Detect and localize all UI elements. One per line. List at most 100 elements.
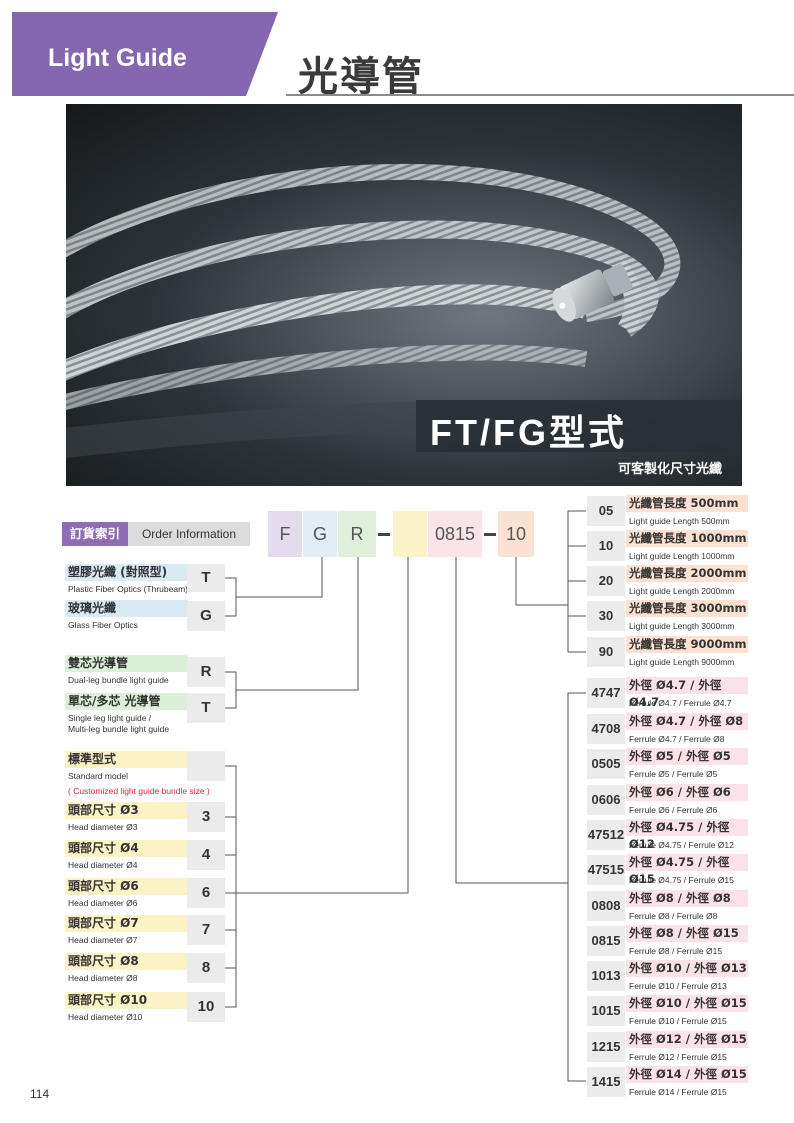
code-box-2: G <box>303 511 337 557</box>
ferrule-code-4747: 4747 <box>587 678 625 708</box>
length-option-10-en: Light guide Length 1000mm <box>629 551 735 561</box>
ferrule-code-47512: 47512 <box>587 820 625 850</box>
leg-option-single-en2: Multi-leg bundle light guide <box>68 724 170 734</box>
leg-option-single-zh: 單芯/多芯 光導管 <box>65 693 188 710</box>
ferrule-option-1013-en: Ferrule Ø10 / Ferrule Ø13 <box>629 981 727 991</box>
ferrule-option-1015-zh: 外徑 Ø10 / 外徑 Ø15 <box>626 995 748 1012</box>
ferrule-option-0815-en: Ferrule Ø8 / Ferrule Ø15 <box>629 946 723 956</box>
ferrule-option-1415-zh: 外徑 Ø14 / 外徑 Ø15 <box>626 1066 748 1083</box>
ferrule-option-0808-en: Ferrule Ø8 / Ferrule Ø8 <box>629 911 718 921</box>
ferrule-code-0606: 0606 <box>587 785 625 815</box>
code-dash-1 <box>378 533 390 536</box>
code-box-3: R <box>338 511 376 557</box>
code-box-1: F <box>268 511 302 557</box>
ferrule-code-1013: 1013 <box>587 961 625 991</box>
ferrule-option-47515-en: Ferrule Ø4.75 / Ferrule Ø15 <box>629 875 734 885</box>
length-option-90-en: Light guide Length 9000mm <box>629 657 735 667</box>
length-code-20: 20 <box>587 566 625 596</box>
ferrule-option-1015-en: Ferrule Ø10 / Ferrule Ø15 <box>629 1016 727 1026</box>
code-dash-2 <box>484 533 496 536</box>
ferrule-option-4747-en: Ferrule Ø4.7 / Ferrule Ø4.7 <box>629 698 732 708</box>
head-code-3: 3 <box>187 802 225 832</box>
length-option-05-zh: 光纖管長度 500mm <box>626 495 748 512</box>
ferrule-option-1215-en: Ferrule Ø12 / Ferrule Ø15 <box>629 1052 727 1062</box>
head-code-4: 4 <box>187 840 225 870</box>
ferrule-code-4708: 4708 <box>587 714 625 744</box>
header-divider <box>286 94 794 96</box>
head-option-3-zh: 頭部尺寸 Ø3 <box>65 802 188 819</box>
head-option-4-zh: 頭部尺寸 Ø4 <box>65 840 188 857</box>
ferrule-option-4708-zh: 外徑 Ø4.7 / 外徑 Ø8 <box>626 713 748 730</box>
length-option-10-zh: 光纖管長度 1000mm <box>626 530 748 547</box>
ferrule-option-47512-zh: 外徑 Ø4.75 / 外徑 Ø12 <box>626 819 748 851</box>
ferrule-option-1415-en: Ferrule Ø14 / Ferrule Ø15 <box>629 1087 727 1097</box>
length-option-05-en: Light guide Length 500mm <box>629 516 730 526</box>
ferrule-option-47512-en: Ferrule Ø4.75 / Ferrule Ø12 <box>629 840 734 850</box>
length-code-05: 05 <box>587 496 625 526</box>
type-option-glass-zh: 玻璃光纖 <box>65 600 188 617</box>
ferrule-option-4747-zh: 外徑 Ø4.7 / 外徑 Ø4.7 <box>626 677 748 709</box>
leg-code-r: R <box>187 657 225 687</box>
ferrule-option-0505-zh: 外徑 Ø5 / 外徑 Ø5 <box>626 748 748 765</box>
light-guide-cable-illustration <box>66 163 742 458</box>
length-option-20-en: Light guide Length 2000mm <box>629 586 735 596</box>
ferrule-option-0606-zh: 外徑 Ø6 / 外徑 Ø6 <box>626 784 748 801</box>
head-option-10-zh: 頭部尺寸 Ø10 <box>65 992 188 1009</box>
length-option-90-zh: 光纖管長度 9000mm <box>626 636 748 653</box>
header-title-zh: 光導管 <box>298 54 424 100</box>
length-code-30: 30 <box>587 601 625 631</box>
type-option-plastic-en: Plastic Fiber Optics (Thrubeam) <box>68 584 188 594</box>
head-code-7: 7 <box>187 915 225 945</box>
ferrule-code-1215: 1215 <box>587 1032 625 1062</box>
ferrule-code-0815: 0815 <box>587 926 625 956</box>
ferrule-code-1415: 1415 <box>587 1067 625 1097</box>
head-code-10: 10 <box>187 992 225 1022</box>
page-number: 114 <box>30 1087 50 1101</box>
head-option-7-en: Head diameter Ø7 <box>68 935 138 945</box>
ferrule-option-0505-en: Ferrule Ø5 / Ferrule Ø5 <box>629 769 718 779</box>
code-box-4 <box>393 511 427 557</box>
model-standard-en: Standard model <box>68 771 129 781</box>
ferrule-code-0808: 0808 <box>587 891 625 921</box>
length-code-10: 10 <box>587 531 625 561</box>
head-option-3-en: Head diameter Ø3 <box>68 822 138 832</box>
header-title-en: Light Guide <box>48 44 187 72</box>
ferrule-option-0606-en: Ferrule Ø6 / Ferrule Ø6 <box>629 805 718 815</box>
length-option-30-en: Light guide Length 3000mm <box>629 621 735 631</box>
length-option-20-zh: 光纖管長度 2000mm <box>626 565 748 582</box>
head-option-8-zh: 頭部尺寸 Ø8 <box>65 953 188 970</box>
ferrule-code-0505: 0505 <box>587 749 625 779</box>
leg-option-dual-en: Dual-leg bundle light guide <box>68 675 169 685</box>
head-option-6-zh: 頭部尺寸 Ø6 <box>65 878 188 895</box>
code-box-6: 10 <box>498 511 534 557</box>
customized-note: ( Customized light guide bundle size ) <box>68 786 210 796</box>
leg-option-dual-zh: 雙芯光導管 <box>65 655 188 672</box>
head-option-10-en: Head diameter Ø10 <box>68 1012 143 1022</box>
order-info-label-zh: 訂貨索引 <box>62 522 128 546</box>
type-option-glass-en: Glass Fiber Optics <box>68 620 138 630</box>
ferrule-code-1015: 1015 <box>587 996 625 1026</box>
hero-title-box <box>416 400 742 452</box>
model-standard-code <box>187 751 225 781</box>
head-code-8: 8 <box>187 953 225 983</box>
order-info-label-en: Order Information <box>128 522 250 546</box>
length-option-30-zh: 光纖管長度 3000mm <box>626 600 748 617</box>
model-standard-zh: 標準型式 <box>65 751 188 768</box>
type-option-plastic-zh: 塑膠光纖 (對照型) <box>65 564 188 581</box>
ferrule-option-4708-en: Ferrule Ø4.7 / Ferrule Ø8 <box>629 734 725 744</box>
head-option-4-en: Head diameter Ø4 <box>68 860 138 870</box>
hero-subtitle: 可客製化尺寸光纖 <box>618 462 723 477</box>
head-option-8-en: Head diameter Ø8 <box>68 973 138 983</box>
ferrule-option-47515-zh: 外徑 Ø4.75 / 外徑 Ø15 <box>626 854 748 886</box>
head-code-6: 6 <box>187 878 225 908</box>
hero-title: FT/FG型式 <box>430 412 627 453</box>
head-option-6-en: Head diameter Ø6 <box>68 898 138 908</box>
ferrule-option-1013-zh: 外徑 Ø10 / 外徑 Ø13 <box>626 960 748 977</box>
ferrule-code-47515: 47515 <box>587 855 625 885</box>
header-tab <box>12 12 278 96</box>
ferrule-option-0808-zh: 外徑 Ø8 / 外徑 Ø8 <box>626 890 748 907</box>
type-code-g: G <box>187 601 225 631</box>
ferrule-option-1215-zh: 外徑 Ø12 / 外徑 Ø15 <box>626 1031 748 1048</box>
length-code-90: 90 <box>587 637 625 667</box>
